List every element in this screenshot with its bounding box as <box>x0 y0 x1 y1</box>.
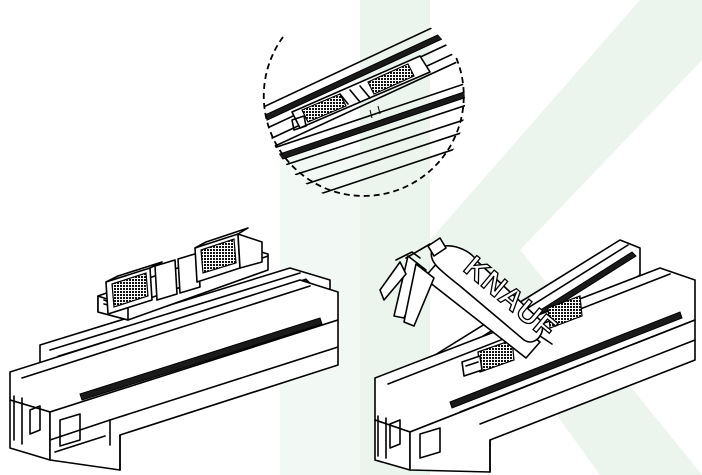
left-profile-assembly <box>9 227 339 471</box>
right-profile-assembly: KNAUF <box>374 237 696 473</box>
detail-callout-circle <box>262 9 465 197</box>
